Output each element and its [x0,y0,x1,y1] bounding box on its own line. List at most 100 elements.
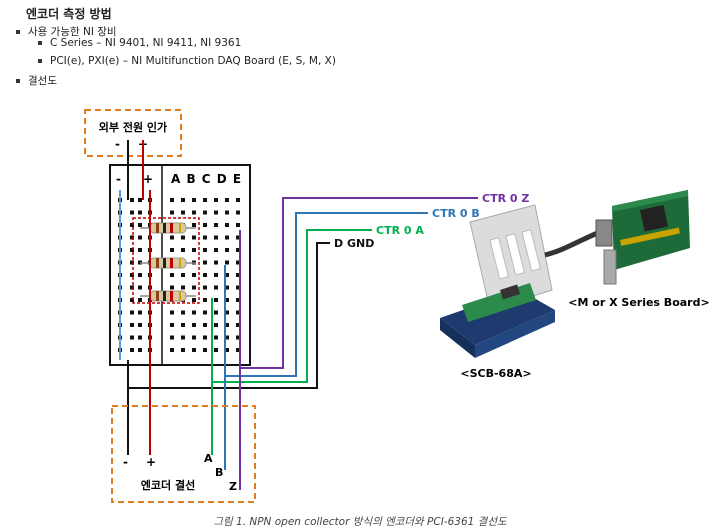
breadboard-hole [192,210,196,215]
ctr0a-label: CTR 0 A [376,224,424,237]
breadboard-hole [192,323,196,327]
breadboard-hole [236,335,240,340]
breadboard-hole [181,348,185,352]
devices-label: 사용 가능한 NI 장비 [28,26,117,38]
breadboard-hole [138,285,142,290]
breadboard-hole [170,348,174,352]
breadboard-hole [214,223,218,227]
breadboard-hole [181,235,185,240]
breadboard-hole [236,348,240,352]
breadboard-hole [130,348,134,352]
breadboard-hole [214,310,218,315]
breadboard-hole [170,248,174,252]
breadboard-hole [203,198,207,202]
breadboard-hole [130,235,134,240]
breadboard-hole [130,223,134,227]
breadboard-hole [225,285,229,290]
power-minus-label: - [115,137,120,151]
breadboard-hole [236,248,240,252]
breadboard-hole [236,298,240,302]
breadboard-hole [225,248,229,252]
figure-caption: 그림 1. NPN open collector 방식의 엔코더와 PCI-63… [213,516,507,528]
breadboard-hole [203,298,207,302]
scb-label: <SCB-68A> [460,367,531,380]
bullet-marker [38,59,42,63]
breadboard-hole [214,323,218,327]
breadboard-hole [214,298,218,302]
breadboard-hole [214,260,218,265]
ctr0b-label: CTR 0 B [432,207,480,220]
encoder-a-label: A [204,452,213,465]
board-minus-label: - [116,172,121,186]
resistor-3 [140,290,196,302]
breadboard-hole [192,310,196,315]
breadboard-hole [130,298,134,302]
breadboard-hole [192,273,196,277]
encoder-z-label: Z [229,480,237,493]
breadboard-hole [214,285,218,290]
breadboard-hole [214,210,218,215]
breadboard-hole [214,248,218,252]
breadboard-hole [192,335,196,340]
breadboard-hole [225,198,229,202]
breadboard-hole [181,210,185,215]
breadboard-hole [236,285,240,290]
wiring-label: 결선도 [28,75,57,87]
breadboard-hole [138,348,142,352]
bullet-devices: 사용 가능한 NI 장비 [16,24,117,39]
breadboard-hole [138,310,142,315]
breadboard-hole [236,310,240,315]
scb-68a-image [440,204,555,358]
breadboard-hole [203,235,207,240]
encoder-b-label: B [215,466,223,479]
breadboard-hole [170,335,174,340]
breadboard-hole [138,198,142,202]
breadboard-hole [203,348,207,352]
breadboard-hole [236,235,240,240]
ctr0z-label: CTR 0 Z [482,192,529,205]
breadboard-hole [203,285,207,290]
breadboard-hole [214,335,218,340]
breadboard-hole [203,248,207,252]
encoder-plus-label: + [146,455,156,469]
breadboard-hole [225,223,229,227]
breadboard-hole [138,273,142,277]
dgnd-label: D GND [334,237,374,250]
breadboard-hole [130,210,134,215]
breadboard-hole [225,298,229,302]
breadboard-hole [203,323,207,327]
breadboard-hole [181,198,185,202]
breadboard-hole [181,310,185,315]
breadboard-hole [236,210,240,215]
breadboard-hole [203,223,207,227]
ctr0b-wire [225,212,428,377]
breadboard-hole [192,248,196,252]
breadboard-hole [214,273,218,277]
board-columns-label: A B C D E [171,172,242,186]
breadboard-hole [214,348,218,352]
series-board-image [595,190,690,285]
breadboard-hole [138,210,142,215]
breadboard-hole [130,285,134,290]
breadboard-hole [170,273,174,277]
breadboard-hole [170,198,174,202]
board-plus-label: + [143,172,153,186]
bullet-device-2: PCI(e), PXI(e) – NI Multifunction DAQ Bo… [38,55,336,67]
breadboard-hole [138,323,142,327]
breadboard-hole [181,248,185,252]
breadboard-hole [225,273,229,277]
breadboard-hole [203,310,207,315]
breadboard-hole [203,335,207,340]
breadboard-hole [192,285,196,290]
breadboard-hole [130,248,134,252]
encoder-minus-label: - [123,455,128,469]
encoder-box-label: 엔코더 결선 [141,478,195,492]
breadboard-hole [203,210,207,215]
bullet-wiring: 결선도 [16,73,57,88]
bullet-marker [16,79,20,83]
breadboard-hole [203,260,207,265]
ctr0z-wire [239,197,478,370]
breadboard-hole [192,348,196,352]
dgnd-wire [128,242,330,389]
